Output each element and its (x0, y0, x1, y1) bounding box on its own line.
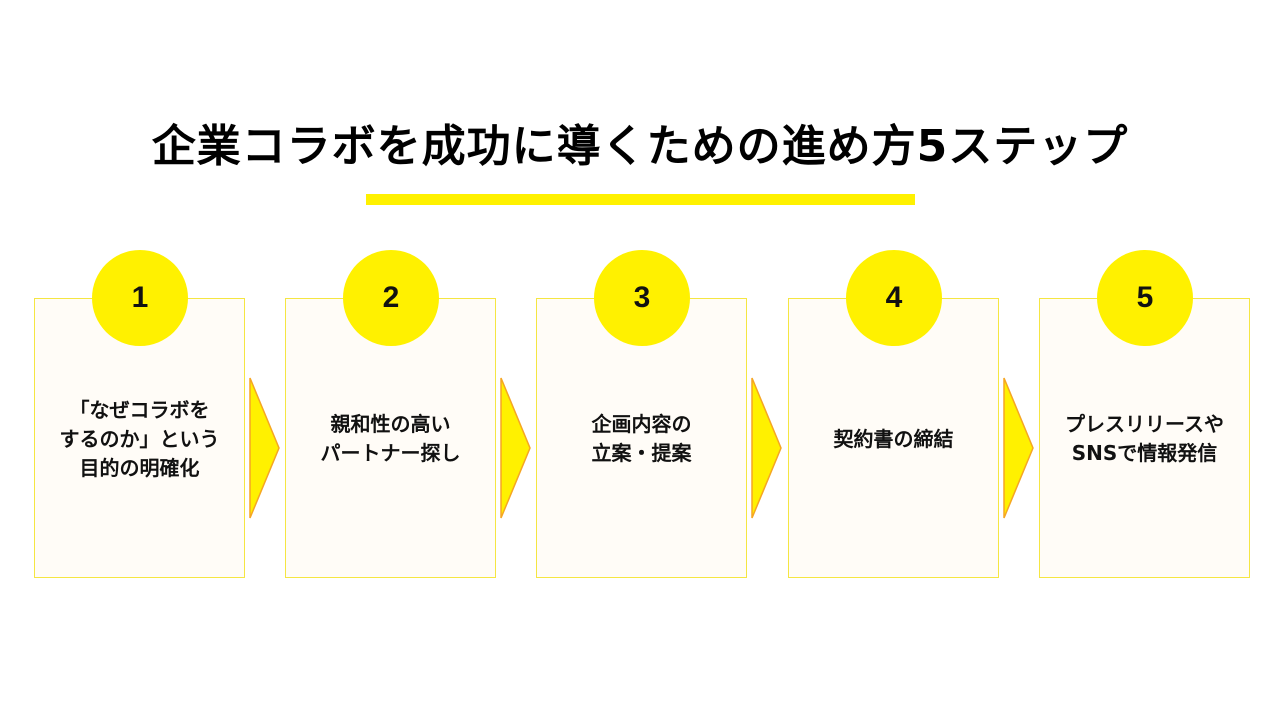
step-number-1: 1 (92, 250, 188, 346)
step-text-line: 目的の明確化 (79, 455, 200, 480)
step-text-line: 立案・提案 (591, 441, 692, 465)
title-underline (366, 194, 915, 205)
page-title: 企業コラボを成功に導くための進め方5ステップ (151, 121, 1129, 172)
step-text-line: パートナー探し (320, 441, 461, 465)
step-number-3: 3 (594, 250, 690, 346)
arrow-right-icon (1003, 377, 1034, 519)
step-number-2: 2 (343, 250, 439, 346)
step-text-line: 親和性の高い (330, 412, 451, 436)
step-text: 「なぜコラボをするのか」という目的の明確化 (35, 396, 244, 483)
step-text: 契約書の締結 (789, 425, 998, 454)
arrow-right-icon (249, 377, 280, 519)
step-text-line: SNSで情報発信 (1071, 441, 1218, 465)
step-number-4: 4 (846, 250, 942, 346)
step-text-line: 企画内容の (591, 412, 692, 436)
step-text-line: プレスリリースや (1065, 412, 1224, 436)
step-text: 企画内容の立案・提案 (537, 410, 746, 468)
step-text: 親和性の高いパートナー探し (286, 410, 495, 468)
step-text-line: 契約書の締結 (833, 426, 954, 451)
arrow-right-icon (751, 377, 782, 519)
step-text-line: 「なぜコラボを (69, 397, 210, 422)
arrow-right-icon (500, 377, 531, 519)
step-number-5: 5 (1097, 250, 1193, 346)
step-text-line: するのか」という (59, 426, 220, 451)
step-text: プレスリリースや SNSで情報発信 (1040, 410, 1249, 468)
step-box-4: 契約書の締結 (788, 298, 999, 578)
